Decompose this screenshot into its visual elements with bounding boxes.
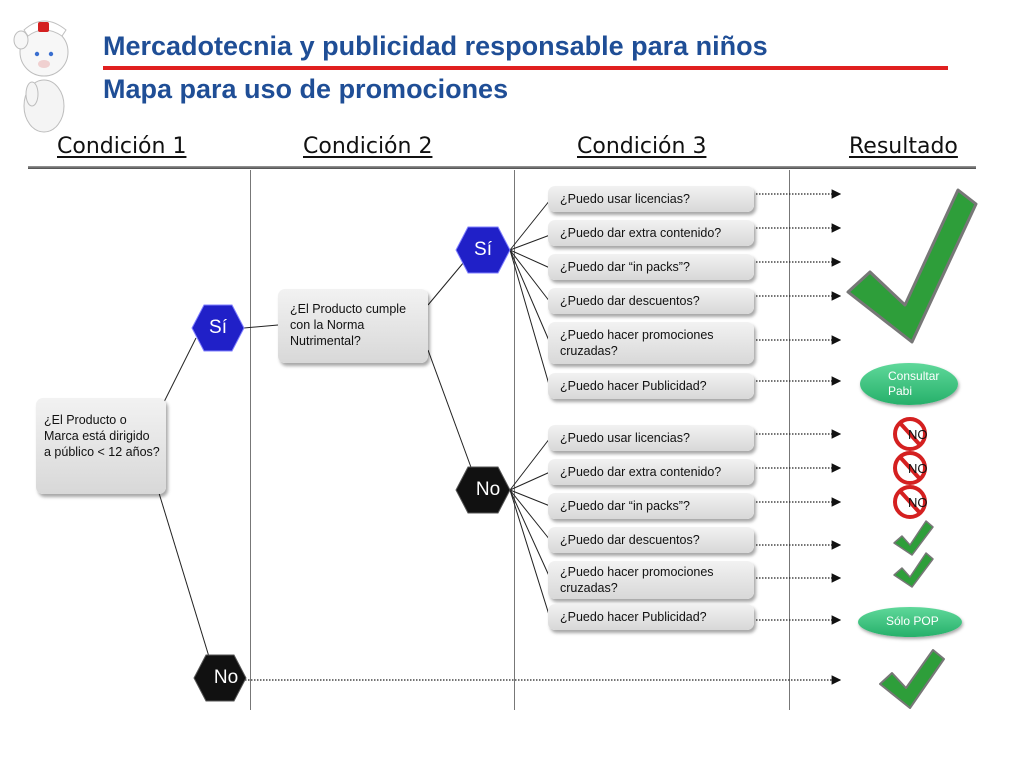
column-divider-2 xyxy=(514,170,515,710)
question-no-extra-contenido: ¿Puedo dar extra contenido? xyxy=(548,459,754,485)
result-no-label-2: NO xyxy=(908,461,928,476)
question-si-in-packs: ¿Puedo dar “in packs”? xyxy=(548,254,754,280)
question-si-descuentos: ¿Puedo dar descuentos? xyxy=(548,288,754,314)
result-solo-pop: Sólo POP xyxy=(858,607,962,637)
column-divider-1 xyxy=(250,170,251,710)
title-line-2: Mapa para uso de promociones xyxy=(103,74,509,104)
column-header-condition-1: Condición 1 xyxy=(57,134,187,159)
question-si-publicidad: ¿Puedo hacer Publicidad? xyxy=(548,373,754,399)
question-si-extra-contenido: ¿Puedo dar extra contenido? xyxy=(548,220,754,246)
question-si-promociones-cruzadas: ¿Puedo hacer promociones cruzadas? xyxy=(548,322,754,364)
hexagon-si-1-label: Sí xyxy=(209,317,227,338)
hexagon-si-1 xyxy=(191,304,245,352)
column-header-result: Resultado xyxy=(849,134,958,159)
result-no-label-1: NO xyxy=(908,427,928,442)
question-si-licencias: ¿Puedo usar licencias? xyxy=(548,186,754,212)
column-header-condition-3: Condición 3 xyxy=(577,134,707,159)
question-no-in-packs: ¿Puedo dar “in packs”? xyxy=(548,493,754,519)
small-check-icon xyxy=(893,552,934,588)
hexagon-si-2 xyxy=(455,226,511,274)
hexagon-no-1 xyxy=(193,654,247,702)
title-underline xyxy=(103,66,948,70)
question-nutrition-norm: ¿El Producto cumple con la Norma Nutrime… xyxy=(278,289,428,363)
column-header-condition-2: Condición 2 xyxy=(303,134,433,159)
question-target-audience: ¿El Producto o Marca está dirigido a púb… xyxy=(36,398,166,494)
question-no-publicidad: ¿Puedo hacer Publicidad? xyxy=(548,604,754,630)
hexagon-no-2 xyxy=(455,466,511,514)
small-check-icon xyxy=(893,520,934,556)
title-line-1: Mercadotecnia y publicidad responsable p… xyxy=(103,31,768,61)
hexagon-no-2-label: No xyxy=(475,479,501,500)
result-consultar-pabi: Consultar Pabi xyxy=(860,363,958,405)
question-no-promociones-cruzadas: ¿Puedo hacer promociones cruzadas? xyxy=(548,561,754,599)
medium-check-icon xyxy=(879,649,945,709)
result-no-label-3: NO xyxy=(908,495,928,510)
question-no-licencias: ¿Puedo usar licencias? xyxy=(548,425,754,451)
column-divider-3 xyxy=(789,170,790,710)
large-check-icon xyxy=(846,188,978,344)
prohibited-icon xyxy=(893,417,927,519)
header-rule xyxy=(28,166,976,169)
hexagon-no-1-label: No xyxy=(213,667,239,688)
question-no-descuentos: ¿Puedo dar descuentos? xyxy=(548,527,754,553)
mascot-logo xyxy=(13,20,69,133)
hexagon-si-2-label: Sí xyxy=(474,239,492,260)
